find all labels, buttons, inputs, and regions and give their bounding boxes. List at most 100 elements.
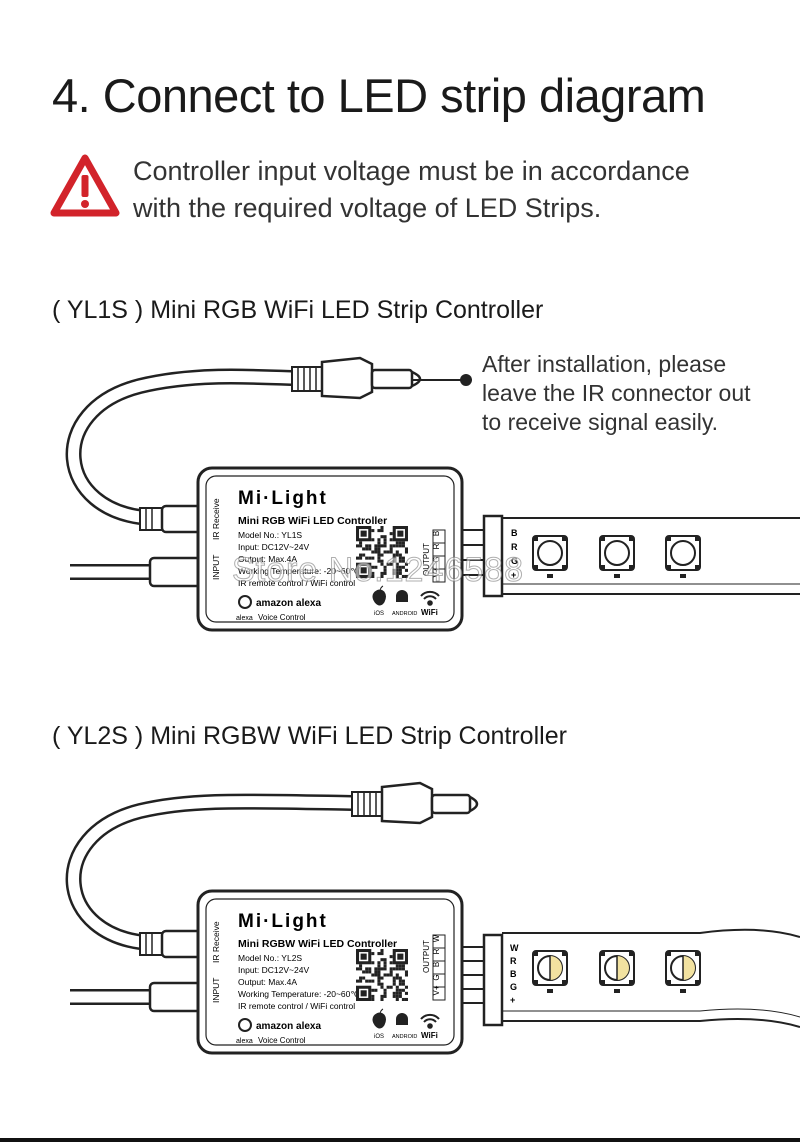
input-label: INPUT [211,978,221,1004]
input-spec: Input: DC12V~24V [238,542,309,552]
section-title-yl2s: ( YL2S ) Mini RGBW WiFi LED Strip Contro… [52,722,567,750]
installation-note: After installation, please leave the IR … [482,350,751,437]
yl2s-wiring-diagram: Mi·Light Mini RGBW WiFi LED Controller M… [65,781,800,1055]
output-pin-vplus: V+ [432,567,446,583]
android-label: ANDROID [392,1034,417,1040]
alexa-icon [238,1018,252,1032]
svg-text:R: R [432,543,441,549]
svg-text:V+: V+ [432,985,441,995]
voice-control-label: Voice Control [258,1036,306,1045]
controller-body-yl2s [196,889,464,1055]
svg-text:G: G [432,556,441,562]
ios-label: iOS [374,1034,384,1040]
strip-pin-label: G [511,556,518,566]
note-line-3: to receive signal easily. [482,409,719,435]
ir-receiver-head [291,356,422,400]
strip-pin-label: + [511,570,516,580]
strip-pin-label: B [511,528,518,538]
strip-pin-label: W [510,943,519,953]
alexa-label: amazon alexa [256,1021,321,1032]
ir-receive-label: IR Receive [211,921,221,963]
warning-line-1: Controller input voltage must be in acco… [133,156,690,186]
led-chip [599,950,635,993]
led-strip-yl1s [502,517,800,595]
android-icon [396,590,408,602]
android-icon [396,1013,408,1025]
strip-pin-label: R [511,542,518,552]
output-pins: WR B G V+ [432,934,446,1001]
led-chip [599,535,635,578]
led-chip [532,950,568,993]
strip-pin-label: G [510,982,517,992]
strip-connector [482,514,504,598]
alexa-small-label: alexa [236,1038,253,1045]
output-pin-b: B [432,960,446,975]
voice-control-label: Voice Control [258,613,306,622]
model-label: Model No.: YL2S [238,953,302,963]
led-chip [665,535,701,578]
store-watermark: Store No.1246588 [232,551,524,590]
output-label: OUTPUT [422,940,431,973]
output-pin-b: B [432,529,446,544]
controller-body-yl1s [196,466,464,632]
strip-pin-label: + [510,995,515,1005]
input-spec: Input: DC12V~24V [238,965,309,975]
alexa-label: amazon alexa [256,598,321,609]
note-line-2: leave the IR connector out [482,380,751,406]
warning-line-2: with the required voltage of LED Strips. [133,193,602,223]
input-label: INPUT [211,555,221,581]
output-pin-g: G [432,973,446,988]
product-name: Mini RGB WiFi LED Controller [238,515,387,527]
output-label: OUTPUT [422,543,431,576]
warning-text: Controller input voltage must be in acco… [133,153,690,227]
svg-text:R: R [432,948,441,954]
yl1s-wiring-diagram: Mi·Light Mini RGB WiFi LED Controller Mo… [65,356,800,632]
svg-text:G: G [432,974,441,980]
strip-connector [482,933,504,1027]
ir-receiver-head [351,781,479,825]
led-chip [665,950,701,993]
alexa-icon [238,595,252,609]
ir-receive-label: IR Receive [211,498,221,540]
page-title: 4. Connect to LED strip diagram [52,69,706,122]
wifi-icon [420,1013,440,1029]
temp-spec: Working Temperature: -20~60℃ [238,989,360,999]
output-spec: Output: Max.4A [238,977,297,987]
svg-text:B: B [432,531,441,536]
ir-jack [139,929,204,959]
strip-pin-label: R [510,956,517,966]
apple-icon [372,1008,386,1029]
output-pin-w: W [432,934,446,949]
temp-spec: Working Temperature: -20~60℃ [238,566,360,576]
remote-spec: IR remote control / WiFi control [238,1001,355,1011]
power-cable [70,556,204,588]
ir-jack [139,504,204,534]
android-label: ANDROID [392,611,417,617]
led-chip [532,535,568,578]
ios-label: iOS [374,611,384,617]
svg-text:W: W [432,934,441,942]
wifi-icon [420,590,440,606]
wifi-label: WiFi [421,1031,438,1040]
model-label: Model No.: YL1S [238,530,302,540]
qr-code [356,526,408,578]
qr-code [356,949,408,1001]
output-spec: Output: Max.4A [238,554,297,564]
led-strip-yl2s [502,928,800,1028]
strip-pin-label: B [510,969,517,979]
brand-logo: Mi·Light [238,911,328,932]
svg-text:V+: V+ [432,567,441,577]
power-cable [70,981,204,1013]
svg-text:B: B [432,962,441,967]
output-pins: B R G V+ [432,529,446,583]
warning-triangle-icon [50,154,120,217]
bottom-divider [0,1138,800,1142]
note-line-1: After installation, please [482,351,727,377]
alexa-small-label: alexa [236,615,253,622]
output-pin-vplus: V+ [432,985,446,1001]
brand-logo: Mi·Light [238,488,328,509]
wifi-label: WiFi [421,608,438,617]
product-name: Mini RGBW WiFi LED Controller [238,938,397,950]
apple-icon [372,585,386,606]
section-title-yl1s: ( YL1S ) Mini RGB WiFi LED Strip Control… [52,296,544,324]
